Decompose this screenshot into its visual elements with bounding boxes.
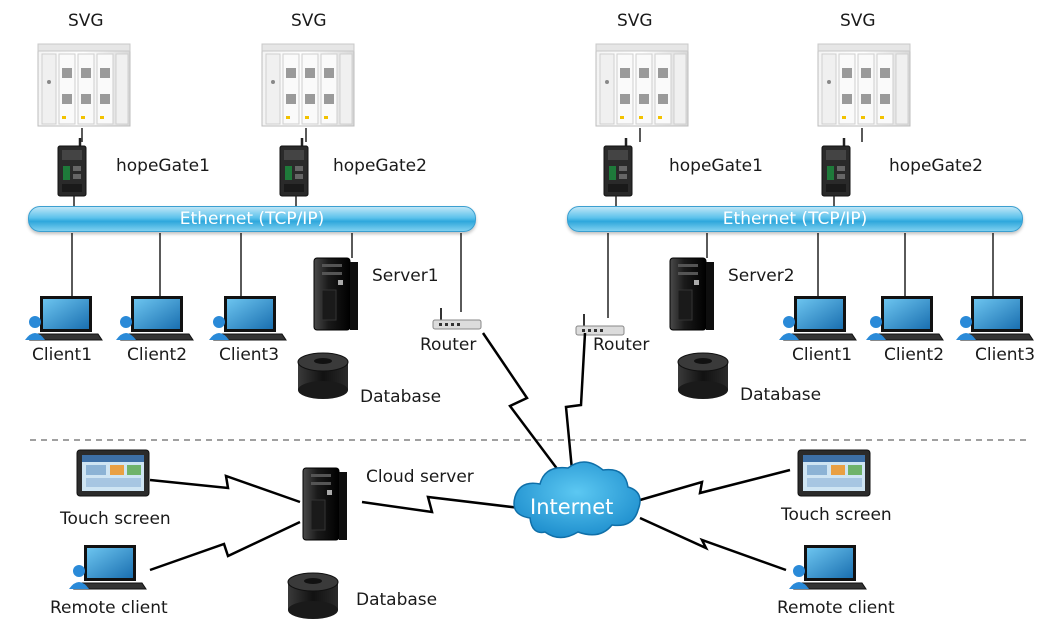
right-gate1-label: hopeGate1 — [669, 156, 763, 176]
left-server-label: Server1 — [372, 266, 439, 286]
right-touch-link — [639, 468, 791, 502]
cloud-database-icon — [287, 572, 339, 620]
right-router-icon — [575, 313, 625, 336]
left-ethernet-bus: Ethernet (TCP/IP) — [28, 206, 476, 232]
right-client2-laptop — [865, 295, 944, 341]
right-database-label: Database — [740, 385, 822, 405]
left-svg2-label: SVG — [291, 11, 327, 31]
left-client2-label: Client2 — [127, 345, 188, 365]
left-router-icon — [432, 307, 482, 330]
right-svg1-label: SVG — [617, 11, 653, 31]
left-touch-screen-label: Touch screen — [60, 509, 171, 529]
left-remote-client-label: Remote client — [50, 598, 168, 618]
left-client3-label: Client3 — [219, 345, 280, 365]
right-svg2-label: SVG — [840, 11, 876, 31]
left-gate2-label: hopeGate2 — [333, 156, 427, 176]
left-client3-laptop — [208, 295, 287, 341]
left-gate1-label: hopeGate1 — [116, 156, 210, 176]
right-database-icon — [677, 352, 729, 400]
left-database-icon — [297, 352, 349, 400]
wan-links — [149, 332, 791, 572]
cloud-site — [68, 449, 871, 620]
left-touch-link — [149, 474, 301, 504]
right-router-label: Router — [593, 335, 650, 355]
right-touch-screen-icon — [797, 449, 871, 497]
cloud-server-tower — [302, 467, 348, 541]
left-svg2-cabinet — [261, 43, 355, 127]
right-client3-laptop — [955, 295, 1034, 341]
right-remote-client-label: Remote client — [777, 598, 895, 618]
cloud-database-label: Database — [356, 590, 438, 610]
right-ethernet-bus: Ethernet (TCP/IP) — [567, 206, 1023, 232]
left-router-link — [481, 332, 559, 471]
right-server-tower — [669, 257, 715, 331]
left-router-label: Router — [420, 335, 477, 355]
internet-label: Internet — [530, 495, 614, 519]
right-remote-client-laptop — [788, 544, 867, 590]
left-client2-laptop — [115, 295, 194, 341]
internet-cloud-icon — [513, 461, 641, 539]
left-svg1-label: SVG — [68, 11, 104, 31]
right-gate2-label: hopeGate2 — [889, 156, 983, 176]
right-gate1-device — [602, 136, 634, 198]
right-touch-screen-label: Touch screen — [781, 505, 892, 525]
right-client1-laptop — [778, 295, 857, 341]
right-client1-label: Client1 — [792, 345, 853, 365]
left-remote-link — [149, 520, 301, 572]
left-server-tower — [313, 257, 359, 331]
cloud-server-label: Cloud server — [366, 467, 474, 487]
right-remote-link — [639, 516, 787, 572]
left-client1-laptop — [24, 295, 103, 341]
right-gate2-device — [820, 136, 852, 198]
right-svg2-cabinet — [817, 43, 911, 127]
left-site — [24, 43, 482, 400]
left-svg1-cabinet — [37, 43, 131, 127]
right-svg1-cabinet — [595, 43, 689, 127]
left-client1-label: Client1 — [32, 345, 93, 365]
left-remote-client-laptop — [68, 544, 147, 590]
cloud-server-link — [361, 495, 521, 514]
right-client3-label: Client3 — [975, 345, 1036, 365]
left-database-label: Database — [360, 387, 442, 407]
right-client2-label: Client2 — [884, 345, 945, 365]
right-server-label: Server2 — [728, 266, 795, 286]
right-router-link — [564, 332, 587, 471]
left-touch-screen-icon — [76, 449, 150, 497]
left-gate2-device — [278, 136, 310, 198]
right-site — [575, 43, 1034, 400]
left-gate1-device — [56, 136, 88, 198]
